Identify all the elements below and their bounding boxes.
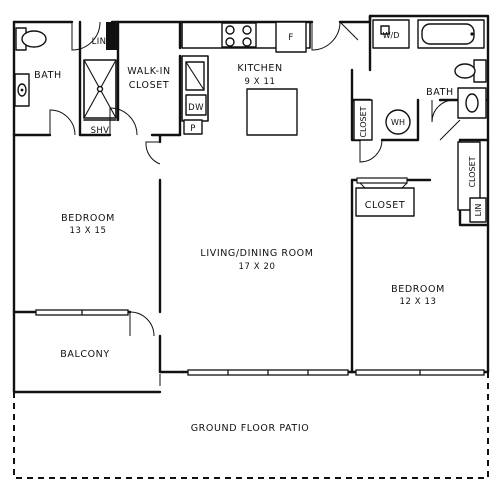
label-closet-wh: CLOSET xyxy=(359,106,368,137)
left-bath-fixtures xyxy=(14,22,118,107)
label-balcony: BALCONY xyxy=(60,349,110,360)
sliding-doors xyxy=(35,177,485,376)
label-closet-center: CLOSET xyxy=(365,200,406,211)
label-shower: SHV xyxy=(91,126,110,136)
label-washer-dryer: W/D xyxy=(383,31,400,40)
label-water-heater: WH xyxy=(391,118,405,127)
label-patio: GROUND FLOOR PATIO xyxy=(191,423,310,434)
label-kitchen: KITCHEN xyxy=(237,63,282,74)
label-bath-right: BATH xyxy=(426,87,454,98)
label-bath-left: BATH xyxy=(34,70,62,81)
label-kitchen-dim: 9 X 11 xyxy=(244,77,275,87)
label-living: LIVING/DINING ROOM xyxy=(200,248,313,259)
kitchen-fixtures xyxy=(181,21,311,136)
patio-outline xyxy=(13,372,489,479)
label-closet-right: CLOSET xyxy=(468,156,477,187)
label-walkin-closet-line2: CLOSET xyxy=(129,80,170,91)
label-walkin-closet-line1: WALK-IN xyxy=(127,66,170,77)
label-bedroom-left-dim: 13 X 15 xyxy=(69,226,106,236)
label-fridge: F xyxy=(288,33,293,43)
label-dishwasher: DW xyxy=(188,103,204,113)
label-pantry: P xyxy=(190,124,196,134)
label-linen-right: LIN xyxy=(474,204,483,217)
label-bedroom-right: BEDROOM xyxy=(391,284,445,295)
right-bath-fixtures xyxy=(353,19,487,223)
shower xyxy=(83,59,117,121)
label-bedroom-left: BEDROOM xyxy=(61,213,115,224)
label-linen-left: LIN xyxy=(92,37,107,47)
room-labels: BATH LIN SHV WALK-IN CLOSET KITCHEN 9 X … xyxy=(34,31,483,434)
label-bedroom-right-dim: 12 X 13 xyxy=(399,297,436,307)
label-living-dim: 17 X 20 xyxy=(238,262,275,272)
